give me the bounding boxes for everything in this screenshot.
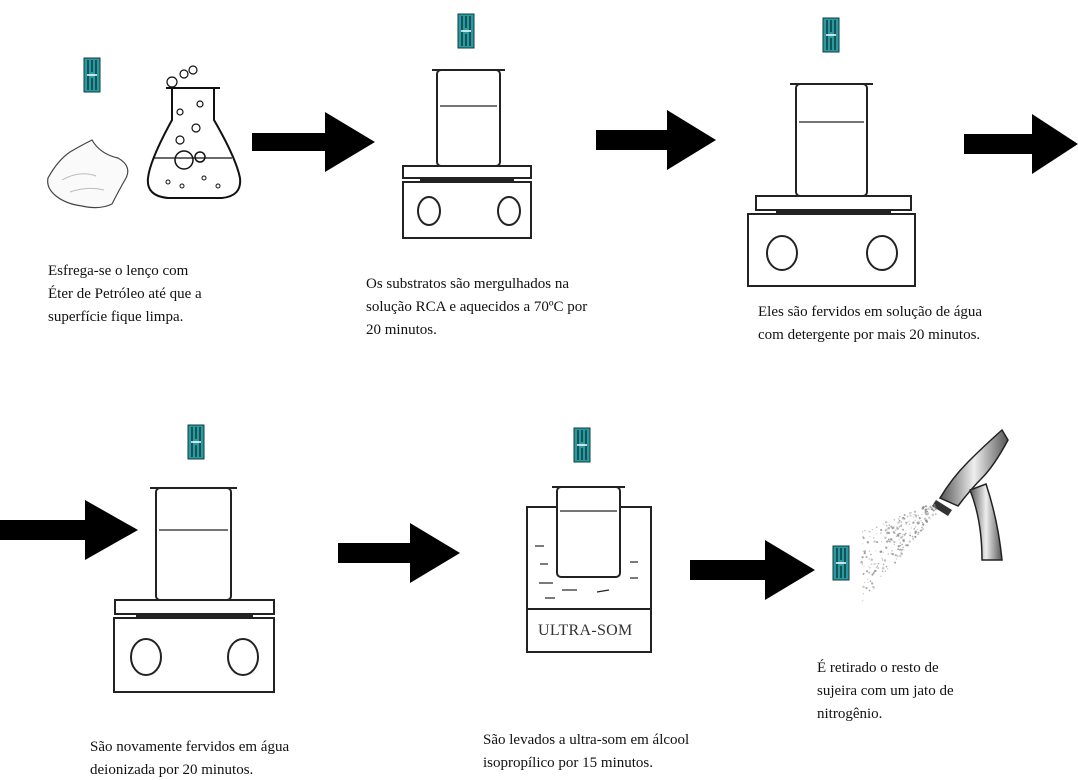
step-2-caption: Os substratos são mergulhados na solução… [366, 276, 588, 338]
right-arrow-icon [252, 112, 375, 172]
step-6-caption: É retirado o resto de sujeira com um jat… [817, 660, 954, 722]
ultrasound-label: ULTRA-SOM [538, 622, 633, 639]
beaker-on-hotplate-icon [747, 83, 916, 287]
ultrasonic-bath-icon [526, 486, 652, 653]
nitrogen-nozzle-icon [932, 428, 1009, 561]
step-5-caption: São levados a ultra-som em álcool isopro… [483, 732, 690, 771]
right-arrow-icon [0, 500, 138, 560]
right-arrow-icon [338, 523, 460, 583]
nitrogen-spray-icon [860, 503, 937, 602]
right-arrow-icon [596, 110, 716, 170]
right-arrow-icon [690, 540, 815, 600]
erlenmeyer-flask-icon [146, 65, 242, 199]
step-1-caption: Esfrega-se o lenço com Éter de Petróleo … [48, 263, 202, 325]
step-4-caption: São novamente fervidos em água deionizad… [90, 739, 290, 778]
beaker-on-hotplate-icon [113, 487, 275, 693]
step-3-caption: Eles são fervidos em solução de água com… [758, 304, 983, 343]
right-arrow-icon [964, 114, 1078, 174]
beaker-on-hotplate-icon [402, 69, 532, 239]
